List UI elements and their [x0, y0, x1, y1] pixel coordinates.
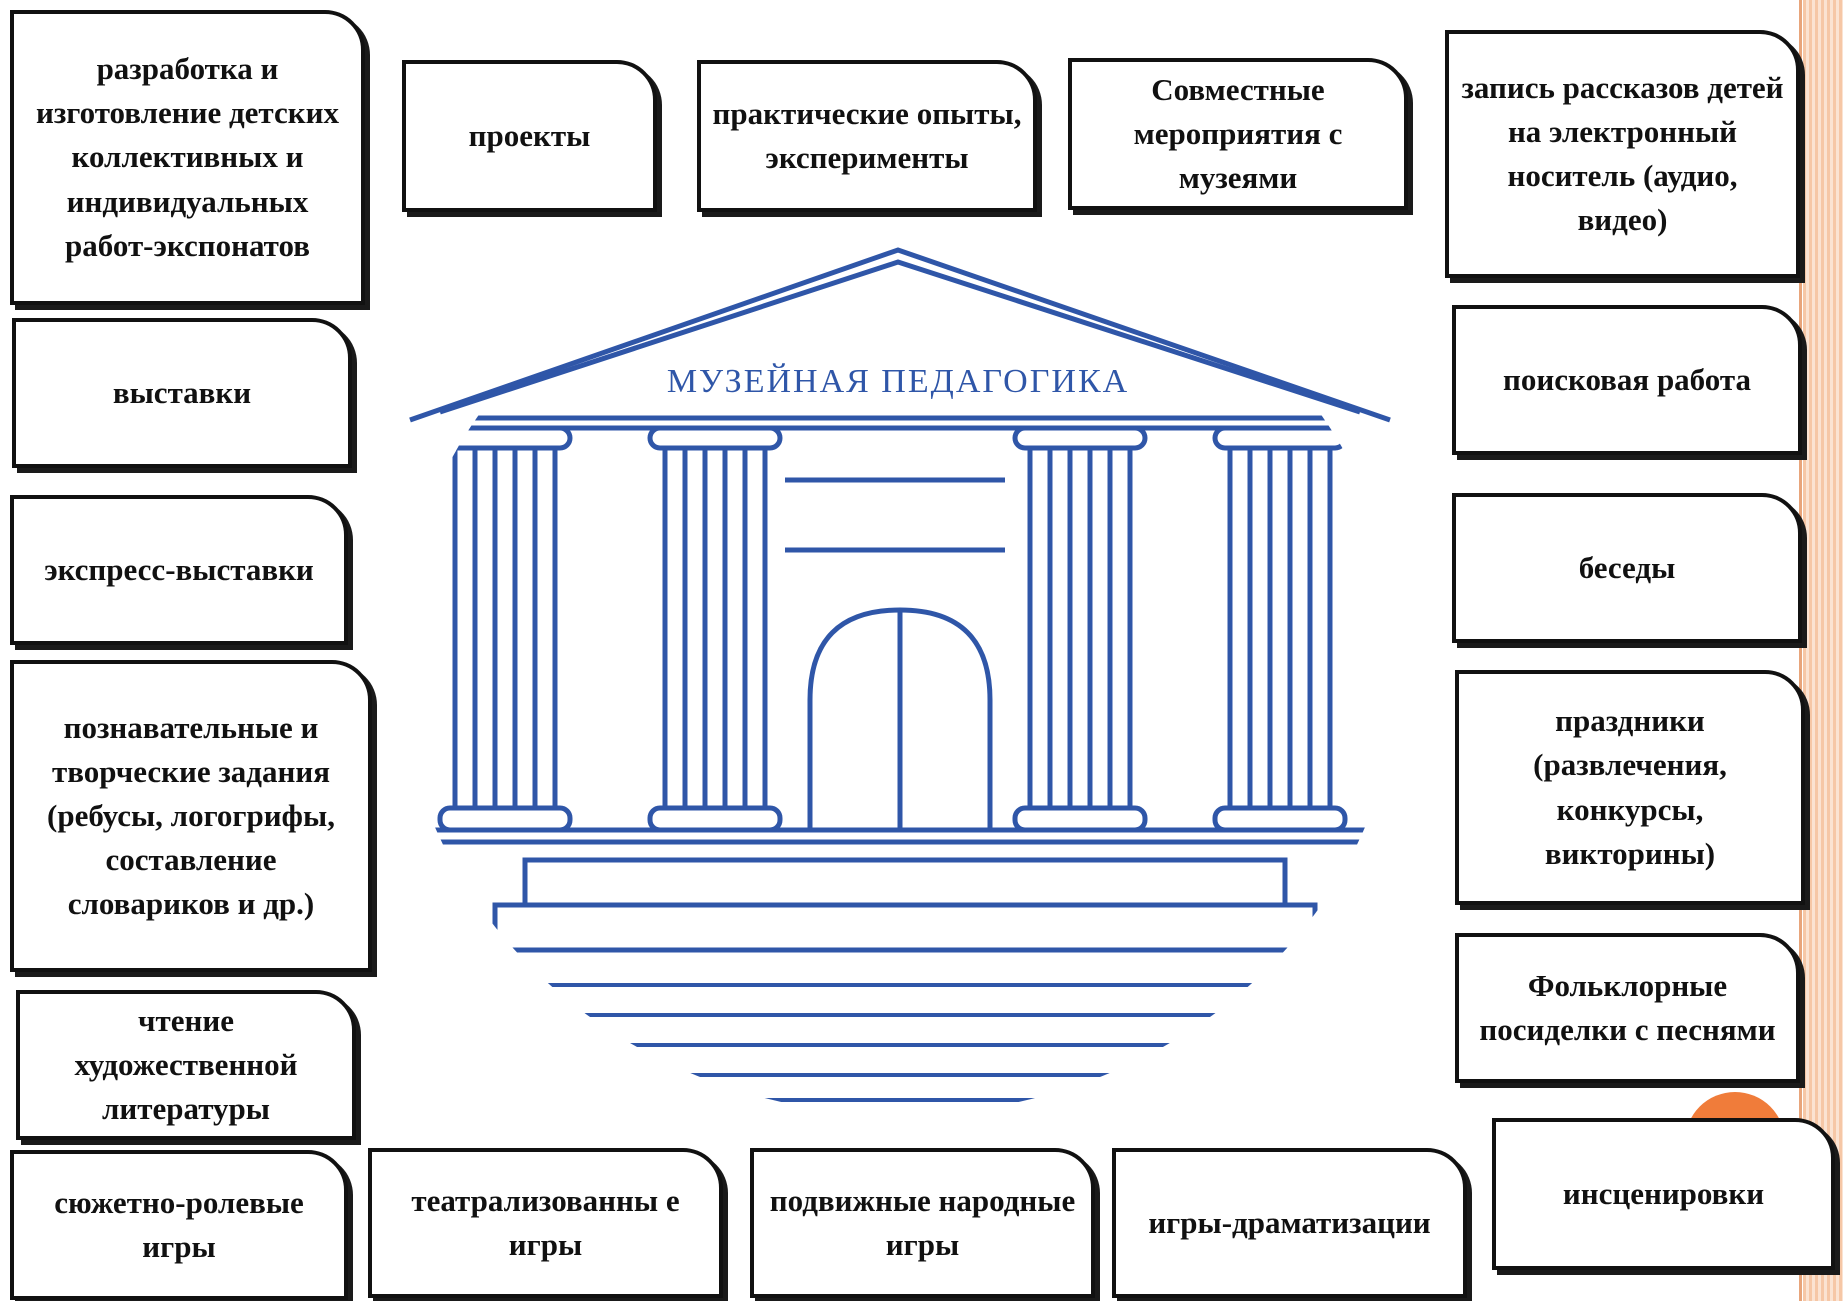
box-text: Совместные мероприятия с музеями [1133, 71, 1343, 196]
box-dramatization-games: игры-драматизации [1112, 1148, 1467, 1298]
box-text: поисковая работа [1503, 361, 1751, 397]
box-text: инсценировки [1562, 1175, 1765, 1211]
box-text: разработка и изготовление детских коллек… [35, 51, 339, 263]
box-text: беседы [1578, 549, 1676, 585]
box-folk-games: подвижные народные игры [750, 1148, 1095, 1298]
box-folklore: Фольклорные посиделки с песнями [1455, 933, 1800, 1083]
box-text: чтение художественной литературы [74, 1002, 298, 1127]
box-text: Фольклорные посиделки с песнями [1479, 967, 1776, 1047]
stair-middle [522, 857, 1288, 908]
box-text: познавательные и творческие задания (реб… [47, 709, 335, 922]
decorative-stripe-edge [1799, 0, 1802, 1301]
column-3 [1012, 425, 1148, 833]
box-text: запись рассказов детей на электронный но… [1461, 69, 1784, 238]
pediment [409, 247, 1391, 423]
column-1 [437, 425, 573, 833]
box-text: праздники (развлечения, конкурсы, виктор… [1533, 703, 1727, 871]
box-text: экспресс-выставки [44, 551, 314, 587]
box-reading: чтение художественной литературы [16, 990, 356, 1140]
box-role-games: сюжетно-ролевые игры [10, 1150, 348, 1300]
box-conversations: беседы [1452, 493, 1802, 643]
box-creative-tasks: познавательные и творческие задания (реб… [10, 660, 372, 972]
box-text: игры-драматизации [1148, 1204, 1431, 1240]
box-experiments: практические опыты, эксперименты [697, 60, 1037, 212]
stair-bottom [492, 902, 1318, 953]
box-text: подвижные народные игры [769, 1182, 1076, 1262]
box-stagings: инсценировки [1492, 1118, 1835, 1270]
box-recording: запись рассказов детей на электронный но… [1445, 30, 1800, 278]
decorative-side-stripe [1803, 0, 1843, 1301]
box-express-exhibitions: экспресс-выставки [10, 495, 348, 645]
building-body [437, 425, 1348, 833]
box-text: выставки [112, 374, 252, 410]
column-4 [1212, 425, 1348, 833]
column-2 [647, 425, 783, 833]
ground-lines [400, 983, 1400, 1102]
box-holidays: праздники (развлечения, конкурсы, виктор… [1455, 670, 1805, 905]
box-text: сюжетно-ролевые игры [54, 1184, 304, 1264]
emblem-title: МУЗЕЙНАЯ ПЕДАГОГИКА [667, 363, 1129, 400]
box-exhibitions: выставки [12, 318, 352, 468]
box-museum-events: Совместные мероприятия с музеями [1068, 58, 1408, 210]
box-exhibits-making: разработка и изготовление детских коллек… [10, 10, 365, 305]
box-text: практические опыты, эксперименты [712, 95, 1022, 175]
box-search-work: поисковая работа [1452, 305, 1802, 455]
box-text: театрализованны е игры [411, 1182, 680, 1262]
box-projects: проекты [402, 60, 657, 212]
box-theatrical-games: театрализованны е игры [368, 1148, 723, 1298]
box-text: проекты [468, 117, 591, 153]
